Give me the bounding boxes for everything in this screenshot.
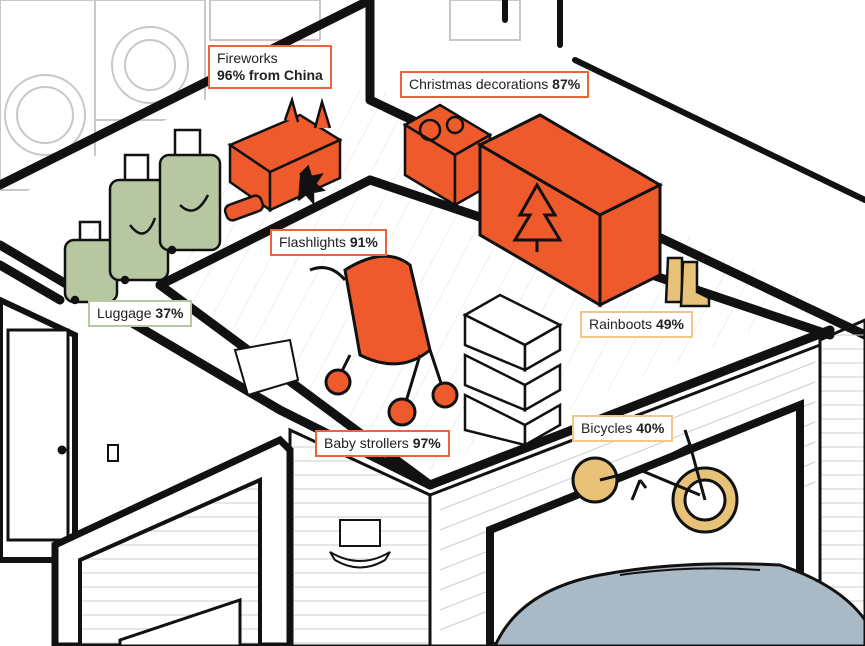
baby-strollers-label: Baby strollers 97% (315, 430, 450, 457)
fireworks-value: 96% from China (217, 67, 323, 83)
rainboots-illustration (664, 256, 711, 308)
bicycles-name: Bicycles (581, 420, 633, 436)
left-house (0, 296, 294, 646)
rainboots-value: 49% (655, 316, 684, 332)
fireworks-illustration (223, 95, 343, 222)
mailbox (329, 519, 391, 569)
storage-bins-illustration (462, 293, 563, 448)
bicycle-illustration (571, 429, 739, 534)
flashlights-value: 91% (349, 234, 378, 250)
christmas-decorations-value: 87% (552, 76, 581, 92)
baby-strollers-value: 97% (412, 435, 441, 451)
fireworks-name: Fireworks (217, 50, 278, 66)
rainboots-name: Rainboots (589, 316, 653, 332)
luggage-label: Luggage 37% (88, 300, 193, 327)
car-illustration (493, 562, 865, 646)
large-christmas-box-illustration (476, 113, 664, 308)
laundry-background (0, 0, 521, 191)
luggage-value: 37% (155, 305, 184, 321)
fireworks-label: Fireworks 96% from China (208, 45, 332, 89)
baby-strollers-name: Baby strollers (324, 435, 409, 451)
bicycles-value: 40% (636, 420, 665, 436)
bicycles-label: Bicycles 40% (572, 415, 674, 442)
rainboots-label: Rainboots 49% (580, 311, 693, 338)
stroller-illustration (309, 254, 459, 427)
christmas-decorations-label: Christmas decorations 87% (400, 71, 590, 98)
christmas-decorations-name: Christmas decorations (409, 76, 549, 92)
luggage-name: Luggage (97, 305, 152, 321)
flashlights-name: Flashlights (279, 234, 346, 250)
flashlights-label: Flashlights 91% (270, 229, 387, 256)
